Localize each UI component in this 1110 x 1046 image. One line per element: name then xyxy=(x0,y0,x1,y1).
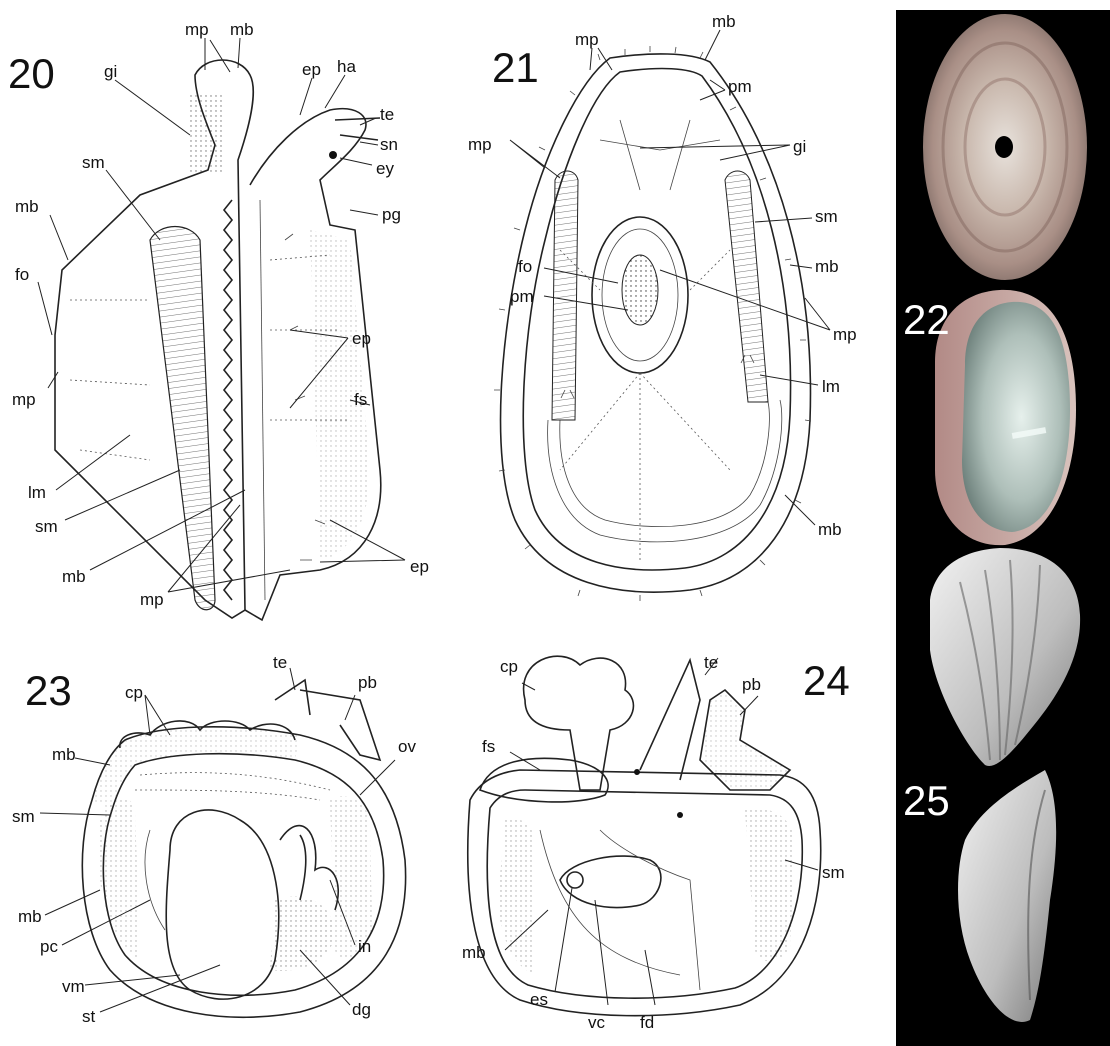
fig20-eye xyxy=(329,151,337,159)
fig24-esophagus-opening xyxy=(567,872,583,888)
fig20-label-mp-top: mp xyxy=(185,20,209,39)
fig21-label-mb-right: mb xyxy=(815,257,839,276)
fig23-label-pb: pb xyxy=(358,673,377,692)
fig24-label-te: te xyxy=(704,653,718,672)
fig24-label-fs: fs xyxy=(482,737,495,756)
fig23-label-cp: cp xyxy=(125,683,143,702)
fig24-label-vc: vc xyxy=(588,1013,606,1032)
fig22-number: 22 xyxy=(903,296,950,343)
fig23-label-in: in xyxy=(358,937,371,956)
fig24-label-fd: fd xyxy=(640,1013,654,1032)
fig20-label-gi: gi xyxy=(104,62,117,81)
fig20-label-fs: fs xyxy=(354,390,367,409)
fig21-label-mb-bottom: mb xyxy=(818,520,842,539)
fig24-drawing xyxy=(468,656,821,1016)
fig20-label-sm-upper: sm xyxy=(82,153,105,172)
fig20-number: 20 xyxy=(8,50,55,97)
fig23-number: 23 xyxy=(25,667,72,714)
fig20-label-ey: ey xyxy=(376,159,394,178)
fig23-label-mb-bottom: mb xyxy=(18,907,42,926)
fig20-label-sn: sn xyxy=(380,135,398,154)
fig21-number: 21 xyxy=(492,44,539,91)
fig24-label-pb: pb xyxy=(742,675,761,694)
shell-apical-foramen xyxy=(995,136,1013,158)
fig23-stomach xyxy=(166,810,278,999)
fig20-label-fo: fo xyxy=(15,265,29,284)
fig20-label-mb-left: mb xyxy=(15,197,39,216)
fig24-label-es: es xyxy=(530,990,548,1009)
fig24-label-cp: cp xyxy=(500,657,518,676)
fig20-drawing xyxy=(55,60,381,620)
fig21-label-lm: lm xyxy=(822,377,840,396)
fig20-label-ep-top: ep xyxy=(302,60,321,79)
fig23-label-te: te xyxy=(273,653,287,672)
fig21-label-pm-mid: pm xyxy=(510,287,534,306)
fig23-label-sm: sm xyxy=(12,807,35,826)
fig23-label-pc: pc xyxy=(40,937,58,956)
fig23-label-ov: ov xyxy=(398,737,416,756)
fig20-label-mp-left: mp xyxy=(12,390,36,409)
fig21-label-mp-top: mp xyxy=(575,30,599,49)
fig20-label-te: te xyxy=(380,105,394,124)
fig21-shell-muscle-right xyxy=(725,171,768,402)
fig20-shell-muscle xyxy=(150,227,215,610)
fig21-label-mp-left: mp xyxy=(468,135,492,154)
fig21-label-pm-top: pm xyxy=(728,77,752,96)
fig21-fo xyxy=(622,255,658,325)
fig20-label-sm-lower: sm xyxy=(35,517,58,536)
fig21-label-fo: fo xyxy=(518,257,532,276)
fig24-number: 24 xyxy=(803,657,850,704)
fig21-label-mp-right: mp xyxy=(833,325,857,344)
fig23-label-vm: vm xyxy=(62,977,85,996)
fig21-drawing xyxy=(494,46,811,601)
fig21-label-sm: sm xyxy=(815,207,838,226)
fig20-label-ep-bottom: ep xyxy=(410,557,429,576)
fig20-label-pg: pg xyxy=(382,205,401,224)
fig24-foot-sole xyxy=(480,758,608,802)
fig20-label-mp-bottom: mp xyxy=(140,590,164,609)
fig23-label-st: st xyxy=(82,1007,96,1026)
fig21-label-mb-top: mb xyxy=(712,12,736,31)
fig23-label-mb-top: mb xyxy=(52,745,76,764)
fig24-label-mb: mb xyxy=(462,943,486,962)
fig21-shell-muscle-left xyxy=(552,171,578,420)
fig21-label-gi: gi xyxy=(793,137,806,156)
fig20-label-mb-top: mb xyxy=(230,20,254,39)
fig20-label-lm: lm xyxy=(28,483,46,502)
fig23-drawing xyxy=(82,680,405,1017)
fig20-label-mb-lower: mb xyxy=(62,567,86,586)
fig20-label-ha: ha xyxy=(337,57,356,76)
fig25-number: 25 xyxy=(903,777,950,824)
fig20-label-ep-mid: ep xyxy=(352,329,371,348)
fig24-label-sm: sm xyxy=(822,863,845,882)
fig23-label-dg: dg xyxy=(352,1000,371,1019)
